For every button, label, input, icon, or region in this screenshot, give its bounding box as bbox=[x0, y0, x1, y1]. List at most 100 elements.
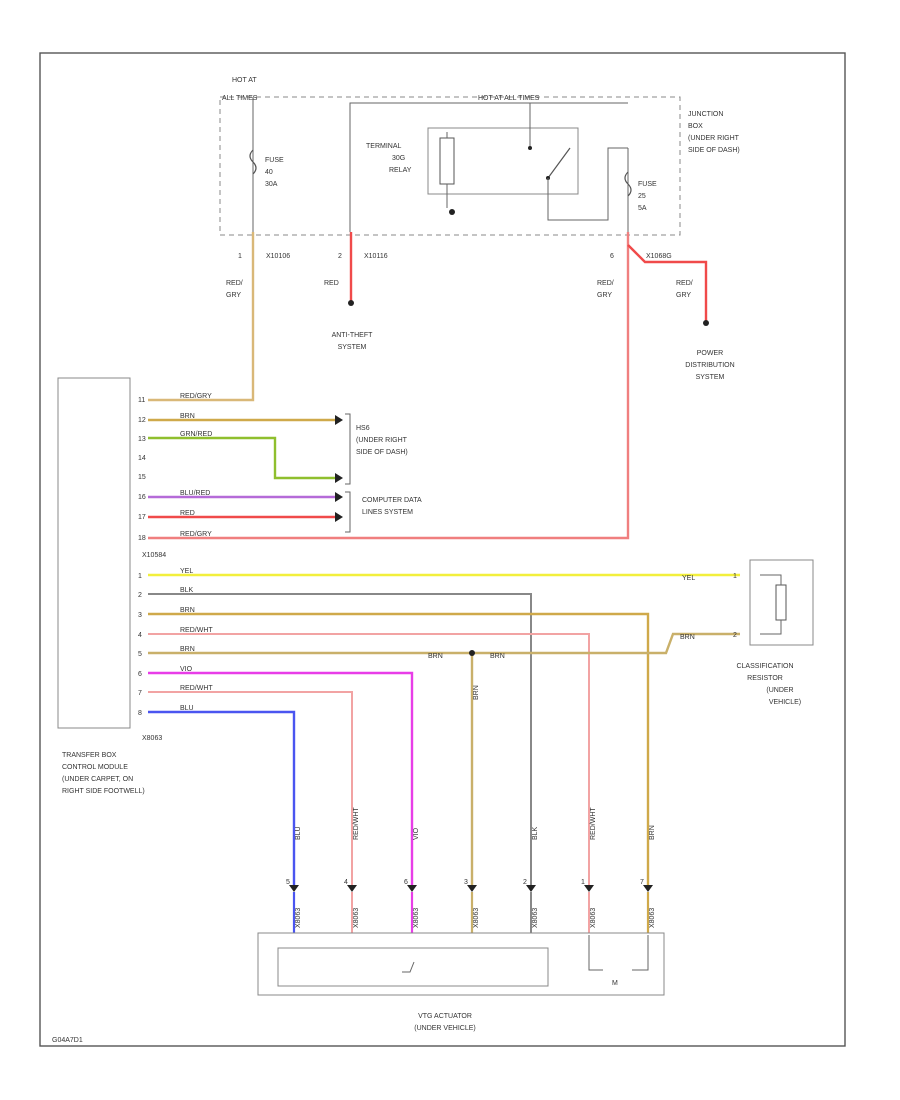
wire-label-pin2: RED bbox=[324, 280, 339, 287]
upper-label-16: BLU/RED bbox=[180, 490, 210, 497]
module-name-4: RIGHT SIDE FOOTWELL) bbox=[62, 788, 145, 795]
anti-theft-terminal bbox=[348, 300, 354, 306]
upper-wire-group: 11 RED/GRY 12 BRN 13 GRN/RED 14 15 16 BL… bbox=[138, 393, 343, 542]
resistor-pin-2: 2 bbox=[733, 632, 737, 639]
lower-pin-8: 8 bbox=[138, 710, 142, 717]
resistor-lead-top bbox=[760, 574, 782, 585]
relay-label-1: TERMINAL bbox=[366, 143, 402, 150]
resistor-name-4: VEHICLE) bbox=[769, 699, 801, 706]
upper-pin-16: 16 bbox=[138, 494, 146, 501]
lower-label-5: BRN bbox=[180, 646, 195, 653]
svg-text:X8063: X8063 bbox=[353, 908, 360, 928]
left-fuse-label-3: 30A bbox=[265, 181, 278, 188]
lower-label-7: RED/WHT bbox=[180, 685, 213, 692]
lower-pin-4: 4 bbox=[138, 632, 142, 639]
upper-label-17: RED bbox=[180, 510, 195, 517]
actuator-connector-pins: X8063 5 X8063 4 X8063 6 X8063 3 X8063 2 bbox=[286, 879, 656, 935]
wire-pin6-red-gry bbox=[148, 232, 630, 540]
wire-power-distribution bbox=[627, 244, 708, 322]
vlabel-blk: BLK bbox=[532, 826, 539, 840]
upper-wire-13 bbox=[148, 436, 335, 480]
upper-label-18: RED/GRY bbox=[180, 531, 212, 538]
vtg-motor-lead-left bbox=[588, 935, 603, 971]
svg-text:4: 4 bbox=[344, 879, 348, 886]
relay-output-wire bbox=[547, 147, 628, 221]
upper-pin-13: 13 bbox=[138, 436, 146, 443]
actuator-pin-blu: X8063 5 bbox=[286, 879, 302, 935]
lower-wire-4-red-wht bbox=[148, 633, 590, 885]
actuator-pin-red-wht-2: X8063 1 bbox=[581, 879, 597, 935]
lower-label-2: BLK bbox=[180, 587, 194, 594]
module-name-1: TRANSFER BOX bbox=[62, 752, 117, 759]
junction-box-name-1: JUNCTION bbox=[688, 111, 723, 118]
hot-at-all-times-top: HOT AT ALL TIMES bbox=[478, 95, 540, 102]
diagram-frame bbox=[39, 52, 846, 1047]
lower-label-8: BLU bbox=[180, 705, 194, 712]
svg-text:X8063: X8063 bbox=[295, 908, 302, 928]
power-dist-label-1: POWER bbox=[697, 350, 723, 357]
relay-label-2: 30G bbox=[392, 155, 405, 162]
anti-theft-label-2: SYSTEM bbox=[338, 344, 367, 351]
jb-connector-x1068: X1068G bbox=[646, 253, 672, 260]
lower-pin-7: 7 bbox=[138, 690, 142, 697]
resistor-lead-bottom bbox=[760, 620, 782, 635]
svg-text:5: 5 bbox=[286, 879, 290, 886]
power-distribution-terminal bbox=[703, 320, 709, 326]
computer-data-bracket bbox=[345, 491, 351, 533]
relay-contact-node bbox=[528, 146, 532, 150]
resistor-name-1: CLASSIFICATION bbox=[736, 663, 793, 670]
wire-label-pin6-b: GRY bbox=[597, 292, 612, 299]
upper-pin-11: 11 bbox=[138, 397, 145, 404]
lower-pin-1: 1 bbox=[138, 573, 142, 580]
actuator-pin-brn-2: X8063 7 bbox=[640, 879, 656, 935]
junction-box-name-2: BOX bbox=[688, 123, 703, 130]
brn-splice-dot bbox=[469, 650, 475, 656]
computer-data-label-1: COMPUTER DATA bbox=[362, 497, 422, 504]
upper-pin-15: 15 bbox=[138, 474, 146, 481]
wire-pin1-red-gry bbox=[148, 232, 255, 402]
relay-ground-dot bbox=[449, 209, 455, 215]
module-connector-a: X10584 bbox=[142, 552, 166, 559]
svg-text:X8063: X8063 bbox=[649, 908, 656, 928]
module-name-3: (UNDER CARPET, ON bbox=[62, 776, 133, 783]
vlabel-red-wht-2: RED/WHT bbox=[590, 807, 597, 840]
lower-wire-5-brn bbox=[148, 632, 740, 655]
internal-bus bbox=[349, 102, 628, 232]
upper-pin-18: 18 bbox=[138, 535, 146, 542]
vtg-actuator-name-1: VTG ACTUATOR bbox=[418, 1013, 472, 1020]
actuator-pin-blk: X8063 2 bbox=[523, 879, 539, 935]
lower-label-4: RED/WHT bbox=[180, 627, 213, 634]
vlabel-brn-2: BRN bbox=[649, 825, 656, 840]
relay-box bbox=[427, 127, 579, 195]
right-fuse-icon bbox=[624, 171, 632, 197]
vlabel-vio: VIO bbox=[413, 827, 420, 840]
lower-pin-5: 5 bbox=[138, 651, 142, 658]
resistor-name-3: (UNDER bbox=[766, 687, 793, 694]
module-connector-b: X8063 bbox=[142, 735, 162, 742]
wire-label-pin1-b: GRY bbox=[226, 292, 241, 299]
svg-text:X8063: X8063 bbox=[532, 908, 539, 928]
vtg-sensor-icon bbox=[402, 961, 415, 973]
resistor-pin-1: 1 bbox=[733, 573, 737, 580]
hs6-label-2: (UNDER RIGHT bbox=[356, 437, 408, 444]
lower-wire-3-brn bbox=[148, 612, 650, 885]
splice-label-brn-left: BRN bbox=[428, 653, 443, 660]
upper-label-12: BRN bbox=[180, 413, 195, 420]
resistor-wire-yel: YEL bbox=[682, 575, 695, 582]
lower-pin-2: 2 bbox=[138, 592, 142, 599]
figure-id: G04A7D1 bbox=[52, 1037, 83, 1044]
lower-pin-6: 6 bbox=[138, 671, 142, 678]
lower-wire-group: 1 YEL 2 BLK 3 BRN 4 RED/WHT 5 BRN 6 VIO … bbox=[138, 568, 740, 885]
resistor-wire-brn: BRN bbox=[680, 634, 695, 641]
relay-switch-icon bbox=[547, 147, 571, 179]
lower-label-1: YEL bbox=[180, 568, 193, 575]
upper-label-13: GRN/RED bbox=[180, 431, 212, 438]
resistor-name-2: RESISTOR bbox=[747, 675, 783, 682]
hs6-bracket bbox=[345, 413, 351, 485]
svg-text:2: 2 bbox=[523, 879, 527, 886]
module-name-2: CONTROL MODULE bbox=[62, 764, 128, 771]
svg-text:X8063: X8063 bbox=[413, 908, 420, 928]
upper-label-11: RED/GRY bbox=[180, 393, 212, 400]
wire-label-pin6-a: RED/ bbox=[597, 280, 614, 287]
actuator-pin-red-wht-1: X8063 4 bbox=[344, 879, 360, 935]
